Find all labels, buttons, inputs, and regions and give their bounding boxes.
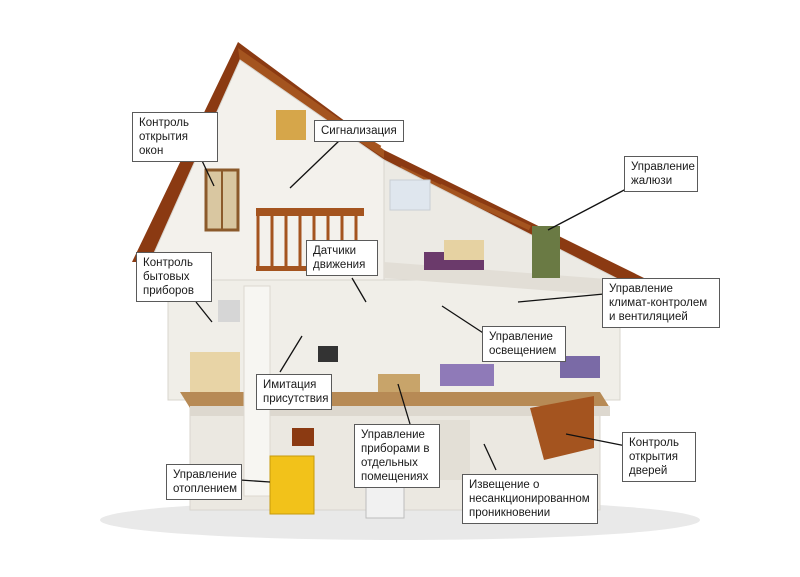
label-alarm: Сигнализация	[314, 120, 404, 142]
tv	[318, 346, 338, 362]
attic-box	[276, 110, 306, 140]
side-sofa	[560, 356, 600, 378]
label-blinds: Управление жалюзи	[624, 156, 698, 192]
upper-room-cabinet	[532, 226, 560, 278]
line-alarm	[289, 139, 341, 189]
upper-slab	[384, 262, 620, 296]
label-door-control: Контроль открытия дверей	[622, 432, 696, 482]
label-motion-sensors: Датчики движения	[306, 240, 378, 276]
range-hood	[218, 300, 240, 322]
line-appliances	[195, 301, 213, 323]
line-climate	[517, 293, 605, 303]
label-climate: Управление климат-контролем и вентиляцие…	[602, 278, 720, 328]
garage-door	[530, 396, 594, 460]
balcony-floor	[256, 208, 364, 216]
kitchen-cabinets	[190, 352, 240, 392]
upper-room-window	[389, 179, 431, 211]
label-appliances-control: Контроль бытовых приборов	[136, 252, 212, 302]
label-presence: Имитация присутствия	[256, 374, 332, 410]
line-intrusion	[483, 443, 497, 471]
line-room-devices	[397, 383, 411, 425]
middle-slab-edge	[190, 406, 610, 416]
wall-heater	[292, 428, 314, 446]
label-heating: Управление отоплением	[166, 464, 242, 500]
line-presence	[279, 335, 303, 373]
living-table	[378, 374, 420, 392]
label-room-devices: Управление приборами в отдельных помещен…	[354, 424, 440, 488]
line-door	[565, 433, 627, 447]
line-heating	[239, 479, 271, 483]
label-intrusion: Извещение о несанкционированном проникно…	[462, 474, 598, 524]
boiler	[269, 455, 315, 515]
upper-room-sofa	[444, 240, 484, 260]
label-window-control: Контроль открытия окон	[132, 112, 218, 162]
line-motion	[351, 277, 367, 303]
line-blinds	[547, 187, 629, 231]
living-sofa	[440, 364, 494, 386]
label-lighting: Управление освещением	[482, 326, 566, 362]
